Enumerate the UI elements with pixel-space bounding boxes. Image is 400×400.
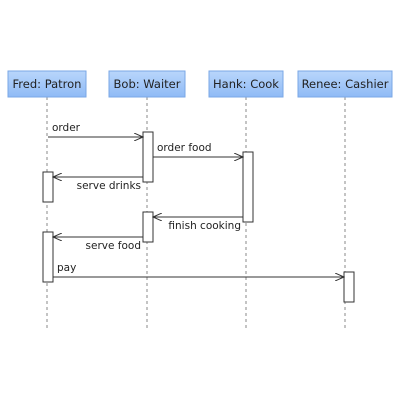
- participant-header-box: [208, 70, 284, 98]
- activation-fred-2: [42, 231, 54, 283]
- activation-bob-1: [142, 131, 154, 183]
- participant-hank: Hank: Cook: [208, 70, 284, 98]
- participant-fred: Fred: Patron: [7, 70, 87, 98]
- participant-label: Bob: Waiter: [114, 77, 181, 91]
- message-label: pay: [57, 262, 76, 274]
- activation-fred-1: [42, 171, 54, 203]
- message-finish-cooking: finish cooking: [153, 217, 243, 232]
- participant-label: Fred: Patron: [13, 77, 82, 91]
- message-order-food: order food: [153, 142, 243, 157]
- message-order: order: [48, 122, 143, 137]
- participant-bob: Bob: Waiter: [108, 70, 186, 98]
- message-label: order food: [157, 142, 212, 154]
- message-label: finish cooking: [168, 220, 241, 232]
- participant-renee: Renee: Cashier: [297, 70, 393, 98]
- message-serve-drinks: serve drinks: [53, 177, 143, 192]
- participant-header-box: [108, 70, 186, 98]
- message-label: serve drinks: [77, 180, 141, 192]
- participant-header-box: [297, 70, 393, 98]
- participant-header-box: [7, 70, 87, 98]
- message-label: order: [52, 122, 81, 134]
- message-label: serve food: [86, 240, 141, 252]
- activation-renee: [343, 271, 355, 303]
- participant-label: Hank: Cook: [213, 77, 279, 91]
- message-serve-food: serve food: [53, 237, 143, 252]
- message-pay: pay: [53, 262, 344, 277]
- participant-label: Renee: Cashier: [302, 77, 389, 91]
- activation-bob-2: [142, 211, 154, 243]
- activation-hank: [242, 151, 254, 223]
